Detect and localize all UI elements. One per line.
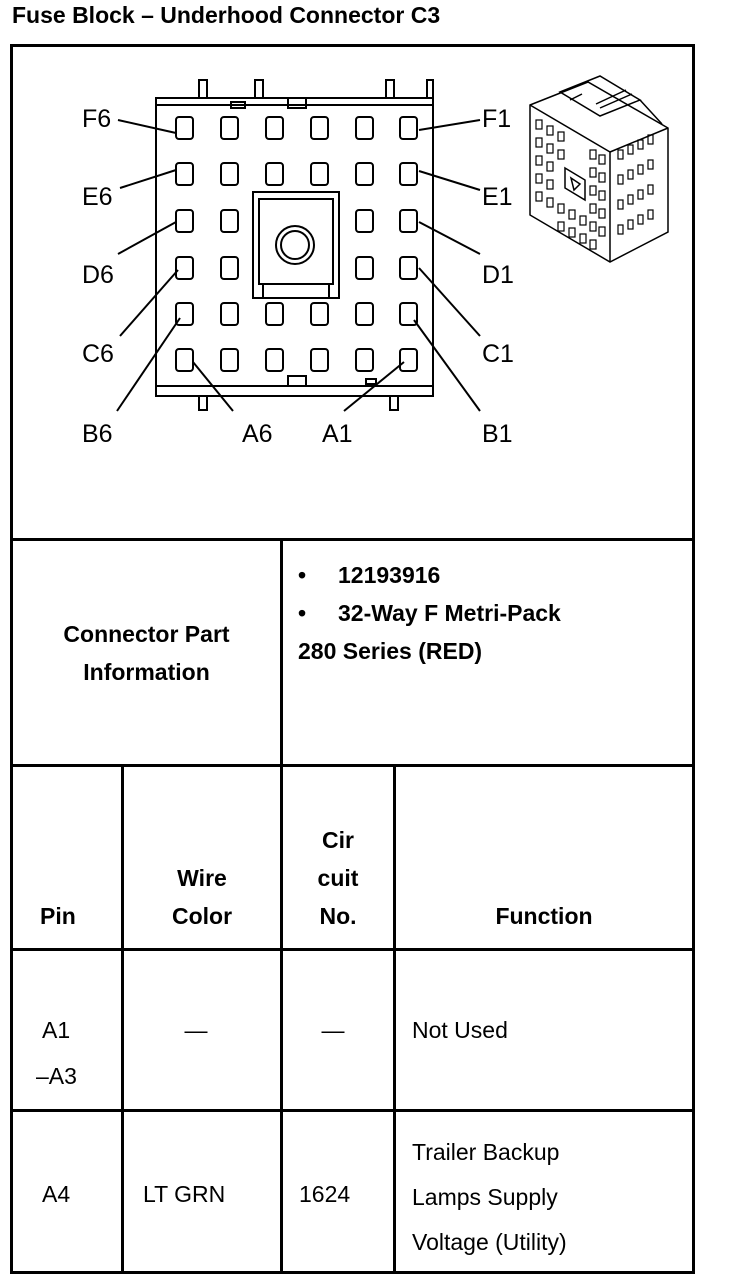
header-function: Function — [495, 903, 593, 929]
pin-cavity — [310, 302, 329, 326]
pin-cavity — [399, 256, 418, 280]
row2-function-line1: Trailer Backup — [412, 1139, 560, 1165]
pin-cavity — [355, 302, 374, 326]
pin-cavity — [399, 116, 418, 140]
pin-label-b1: B1 — [482, 420, 513, 448]
pin-leader-lines — [116, 119, 481, 412]
pin-cavity — [399, 209, 418, 233]
pin-cavity — [355, 116, 374, 140]
row2-circuit: 1624 — [299, 1181, 351, 1207]
pin-cavity — [265, 116, 284, 140]
row1-circuit: — — [321, 1017, 345, 1043]
pin-label-a6: A6 — [242, 420, 273, 448]
pin-label-c6: C6 — [82, 340, 114, 368]
connector-latch — [252, 191, 340, 299]
pin-cavity — [220, 348, 239, 372]
divider-header-bottom — [10, 948, 695, 951]
pin-cavity — [220, 209, 239, 233]
row2-pin: A4 — [42, 1181, 71, 1207]
pin-label-e1: E1 — [482, 183, 513, 211]
pin-cavity — [355, 348, 374, 372]
pin-cavity — [175, 348, 194, 372]
pin-label-f6: F6 — [82, 105, 111, 133]
connector-isometric-view — [529, 75, 669, 263]
divider-diagram-bottom — [10, 538, 695, 541]
header-circuit-line2: cuit — [317, 865, 359, 891]
divider-info-column — [280, 538, 283, 767]
pin-cavity — [399, 162, 418, 186]
connector-info-label: Connector Part Information — [13, 615, 280, 691]
pin-label-b6: B6 — [82, 420, 113, 448]
row2-wire-color: LT GRN — [143, 1181, 226, 1207]
pin-cavity — [399, 348, 418, 372]
pin-cavity — [220, 302, 239, 326]
row1-wire-color: — — [184, 1017, 208, 1043]
connector-face-diagram: F6 E6 D6 C6 B6 A6 F1 E1 D1 C1 B1 A1 — [82, 75, 669, 448]
connector-part-number: 12193916 — [338, 562, 441, 588]
connector-description-line1: 32-Way F Metri-Pack — [338, 600, 561, 626]
header-wire-color-line1: Wire — [177, 865, 227, 891]
header-circuit-line1: Cir — [322, 827, 354, 853]
connector-description-line2: 280 Series (RED) — [298, 638, 483, 664]
row1-pin: A1 –A3 — [36, 1011, 77, 1095]
pin-label-d1: D1 — [482, 261, 514, 289]
pin-cavity — [399, 302, 418, 326]
row1-function: Not Used — [412, 1017, 508, 1043]
bullet-icon: • — [298, 562, 307, 588]
pin-cavity — [220, 116, 239, 140]
pin-cavity — [265, 302, 284, 326]
divider-row1-bottom — [10, 1109, 695, 1112]
pin-cavity — [175, 116, 194, 140]
pin-cavity — [310, 162, 329, 186]
pin-cavity — [175, 302, 194, 326]
connector-info-label-line2: Information — [83, 659, 210, 685]
header-wire-color: Wire Color — [124, 859, 280, 935]
row2-function: Trailer Backup Lamps Supply Voltage (Uti… — [412, 1130, 567, 1265]
row1-pin-line2: –A3 — [36, 1063, 77, 1089]
row1-pin-line1: A1 — [42, 1017, 71, 1043]
divider-col-wire — [280, 764, 283, 1274]
connector-info-label-line1: Connector Part — [63, 621, 230, 647]
divider-info-bottom — [10, 764, 695, 767]
pin-cavity — [310, 348, 329, 372]
header-wire-color-line2: Color — [171, 903, 233, 929]
pin-cavity — [220, 162, 239, 186]
pin-cavity — [220, 256, 239, 280]
header-circuit-line3: No. — [319, 903, 357, 929]
pin-cavity — [310, 116, 329, 140]
header-circuit-number: Cir cuit No. — [283, 821, 393, 935]
pin-cavity — [265, 162, 284, 186]
divider-col-pin — [121, 764, 124, 1274]
divider-col-circuit — [393, 764, 396, 1274]
pin-cavity-grid — [175, 116, 418, 372]
pin-cavity — [355, 209, 374, 233]
pin-label-c1: C1 — [482, 340, 514, 368]
connector-info-details: • 12193916 • 32-Way F Metri-Pack 280 Serie… — [298, 556, 688, 670]
pin-cavity — [265, 348, 284, 372]
connector-body — [155, 97, 434, 397]
header-pin: Pin — [40, 903, 76, 929]
bullet-icon: • — [298, 600, 307, 626]
pin-cavity — [175, 209, 194, 233]
page-title: Fuse Block – Underhood Connector C3 — [12, 2, 441, 28]
pin-cavity — [355, 162, 374, 186]
pin-label-d6: D6 — [82, 261, 114, 289]
pin-label-e6: E6 — [82, 183, 113, 211]
pin-cavity — [355, 256, 374, 280]
pin-cavity — [175, 256, 194, 280]
pin-label-f1: F1 — [482, 105, 511, 133]
row2-function-line2: Lamps Supply — [412, 1184, 558, 1210]
connector-sheet — [10, 44, 695, 1274]
row2-function-line3: Voltage (Utility) — [412, 1229, 567, 1255]
pin-cavity — [175, 162, 194, 186]
pin-label-a1: A1 — [322, 420, 353, 448]
